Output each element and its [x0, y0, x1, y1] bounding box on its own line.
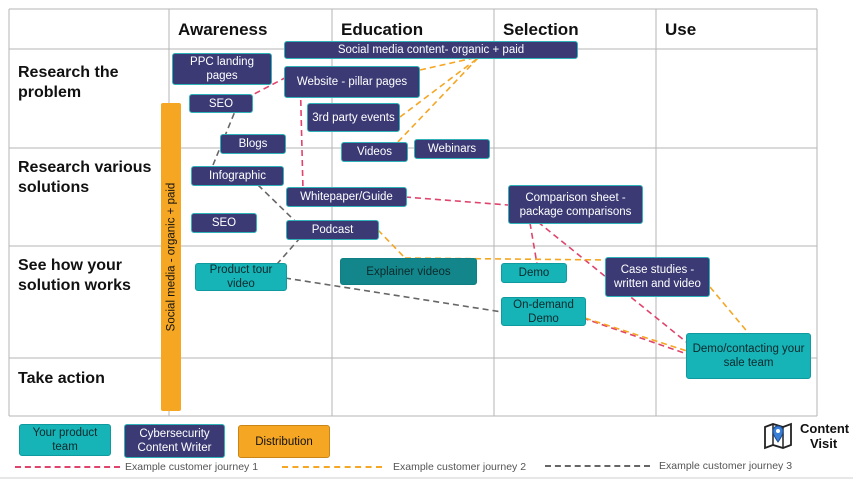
- legend-content-writer: Cybersecurity Content Writer: [124, 424, 225, 458]
- box-website-pillar-pages[interactable]: Website - pillar pages: [284, 66, 420, 98]
- row-take-action: Take action: [18, 370, 105, 387]
- box-blogs[interactable]: Blogs: [220, 134, 286, 154]
- legend-journey2-line: [282, 466, 382, 468]
- box-explainer-videos[interactable]: Explainer videos: [340, 258, 477, 285]
- legend-journey3-label: Example customer journey 3: [659, 460, 793, 472]
- box-on-demand-demo[interactable]: On-demand Demo: [501, 297, 586, 326]
- distribution-bar[interactable]: Social media - organic + paid: [161, 103, 181, 411]
- box-videos[interactable]: Videos: [341, 142, 408, 162]
- logo-word-visit: Visit: [810, 436, 838, 451]
- box-3rd-party-events[interactable]: 3rd party events: [307, 103, 400, 132]
- legend-distribution: Distribution: [238, 425, 330, 458]
- box-demo[interactable]: Demo: [501, 263, 567, 283]
- header-education: Education: [341, 20, 424, 39]
- row-see-how: See how your solution works: [18, 257, 131, 294]
- box-product-tour-video[interactable]: Product tour video: [195, 263, 287, 291]
- legend-journey1-label: Example customer journey 1: [125, 461, 259, 473]
- box-podcast[interactable]: Podcast: [286, 220, 379, 240]
- box-social-media-content[interactable]: Social media content- organic + paid: [284, 41, 578, 59]
- legend-product-team: Your product team: [19, 424, 111, 456]
- header-awareness: Awareness: [178, 20, 268, 39]
- box-seo-solutions[interactable]: SEO: [191, 213, 257, 233]
- box-demo-contacting-sales[interactable]: Demo/contacting your sale team: [686, 333, 811, 379]
- legend-journey1-line: [15, 466, 120, 468]
- box-infographic[interactable]: Infographic: [191, 166, 284, 186]
- header-selection: Selection: [503, 20, 579, 39]
- row-research-problem: Research the problem: [18, 64, 119, 101]
- box-seo-awareness[interactable]: SEO: [189, 94, 253, 113]
- box-ppc-landing-pages[interactable]: PPC landing pages: [172, 53, 272, 85]
- logo-word-content: Content: [800, 421, 850, 436]
- legend-journey3-line: [545, 465, 650, 467]
- box-whitepaper-guide[interactable]: Whitepaper/Guide: [286, 187, 407, 207]
- distribution-bar-label: Social media - organic + paid: [165, 182, 177, 332]
- header-use: Use: [665, 20, 697, 39]
- legend-journey2-label: Example customer journey 2: [393, 461, 527, 473]
- box-webinars[interactable]: Webinars: [414, 139, 490, 159]
- row-research-solutions: Research various solutions: [18, 159, 152, 196]
- map-pin-icon: [763, 420, 793, 450]
- box-comparison-sheet[interactable]: Comparison sheet - package comparisons: [508, 185, 643, 224]
- box-case-studies[interactable]: Case studies - written and video: [605, 257, 710, 297]
